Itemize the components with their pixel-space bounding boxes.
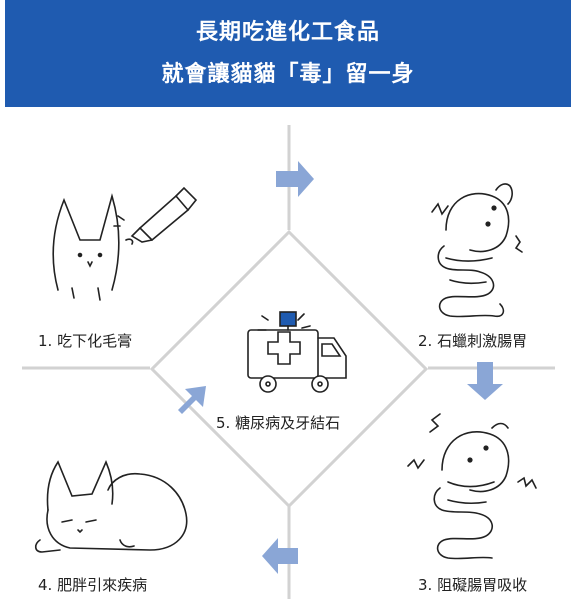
step-2-label: 2. 石蠟刺激腸胃 bbox=[418, 332, 528, 350]
step-3-label: 3. 阻礙腸胃吸收 bbox=[418, 576, 528, 594]
cat-eating-paste-icon bbox=[52, 186, 198, 301]
fat-sleeping-cat-icon bbox=[34, 459, 188, 553]
arrow-right-icon bbox=[276, 161, 314, 197]
ambulance-icon bbox=[247, 311, 347, 393]
arrow-down-icon bbox=[467, 362, 503, 400]
step-4-label: 4. 肥胖引來疾病 bbox=[38, 576, 148, 594]
blocked-intestine-icon bbox=[407, 413, 537, 560]
step-1-label: 1. 吃下化毛膏 bbox=[38, 332, 133, 350]
step-5-label: 5. 糖尿病及牙結石 bbox=[216, 414, 341, 432]
title-line-1: 長期吃進化工食品 bbox=[195, 20, 380, 45]
center-diamond bbox=[149, 229, 429, 509]
arrow-left-icon bbox=[262, 538, 298, 574]
irritated-intestine-icon bbox=[431, 183, 523, 318]
header-banner: 長期吃進化工食品 就會讓貓貓「毒」留一身 bbox=[5, 0, 571, 107]
arrow-up-right-icon bbox=[178, 386, 206, 414]
title-line-2: 就會讓貓貓「毒」留一身 bbox=[161, 62, 415, 87]
